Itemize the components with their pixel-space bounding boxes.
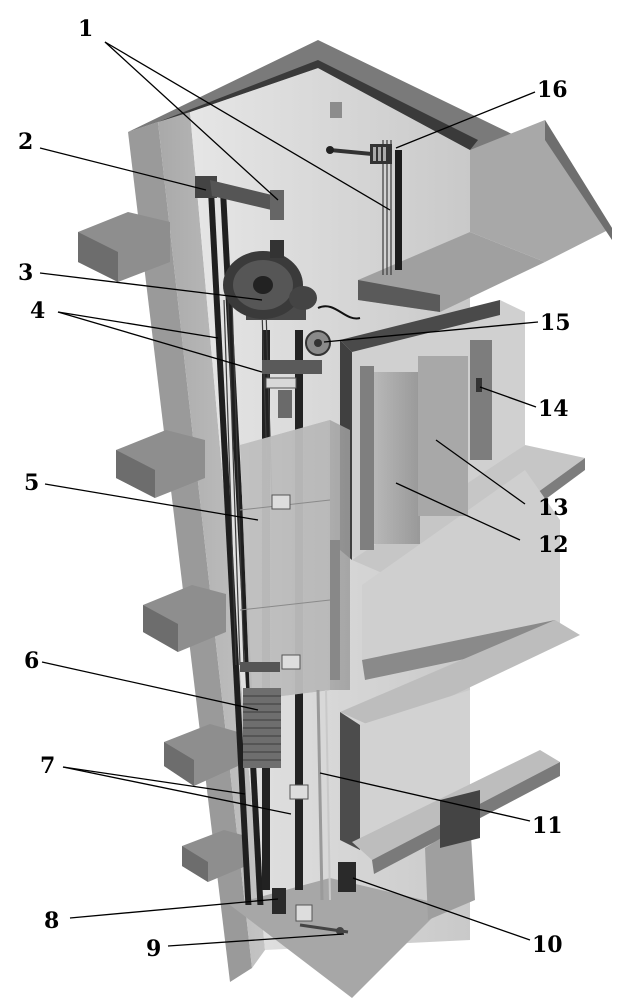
shaft-top-rim <box>128 40 545 232</box>
leader-9 <box>167 933 345 947</box>
leader-7a <box>62 766 246 795</box>
leader-1b <box>104 41 391 211</box>
car-top-crosshead <box>265 377 297 389</box>
leader-14 <box>479 386 537 408</box>
callout-10: 10 <box>532 932 563 958</box>
leader-3 <box>39 272 263 301</box>
leader-10 <box>352 877 531 941</box>
counterweight-buffer <box>272 888 286 914</box>
leader-2 <box>39 147 207 191</box>
callout-5: 5 <box>24 470 39 496</box>
car-operating-panel <box>278 390 292 418</box>
leader-4b <box>57 311 263 373</box>
callout-16: 16 <box>537 77 568 103</box>
callout-7: 7 <box>40 753 55 779</box>
leader-4a <box>57 311 219 339</box>
callout-leaders <box>39 41 539 947</box>
callout-2: 2 <box>18 129 33 155</box>
callout-14: 14 <box>538 396 569 422</box>
leader-12 <box>395 482 521 541</box>
counterweight-rail-left <box>207 185 252 905</box>
callout-15: 15 <box>540 310 571 336</box>
traction-machine <box>223 240 361 320</box>
leader-16 <box>395 91 536 149</box>
leader-11 <box>319 772 531 822</box>
callout-3: 3 <box>18 260 33 286</box>
speed-governor <box>305 330 331 356</box>
leader-8 <box>69 898 279 919</box>
leader-7b <box>62 766 292 815</box>
callout-9: 9 <box>146 936 161 962</box>
callout-8: 8 <box>44 908 59 934</box>
leader-15 <box>323 321 539 343</box>
car-door-panel <box>418 356 468 516</box>
callout-6: 6 <box>24 648 39 674</box>
car-buffer <box>338 862 356 892</box>
callout-1: 1 <box>78 16 93 42</box>
elevator-car <box>239 360 350 700</box>
car-rail-back <box>395 150 402 270</box>
travelling-cable <box>289 689 331 901</box>
callout-12: 12 <box>538 532 569 558</box>
car-guide-shoe <box>271 494 291 510</box>
car-top-beam <box>262 360 322 374</box>
rope-hitch-bracket <box>195 176 284 220</box>
callout-4: 4 <box>30 298 45 324</box>
callout-11: 11 <box>532 813 563 839</box>
callout-13: 13 <box>538 495 569 521</box>
callout-labels: 1 2 3 4 5 6 7 8 9 10 11 12 13 14 15 16 <box>18 16 571 962</box>
control-cabinet <box>326 102 392 164</box>
leader-13 <box>435 439 526 505</box>
leader-6 <box>41 661 259 711</box>
governor-tension-pulley <box>299 923 349 935</box>
leader-5 <box>44 483 259 521</box>
landing-doors <box>360 340 492 550</box>
counterweight <box>240 662 281 768</box>
call-button-panel <box>476 378 482 392</box>
landing-door-panel <box>372 372 420 544</box>
pit-buffers <box>272 862 356 922</box>
leader-1a <box>104 41 279 201</box>
floor-slabs-left <box>78 212 246 882</box>
landing-door-frame <box>360 366 374 550</box>
